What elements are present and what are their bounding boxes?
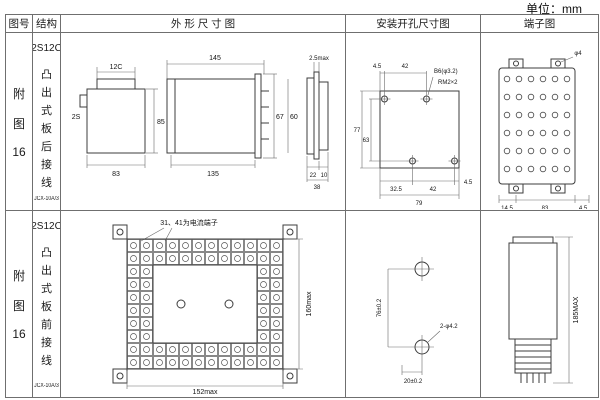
dim-2-phi4-2: 2-φ4.2 xyxy=(440,324,458,330)
row1-type-code: JCX-10A/3 xyxy=(34,196,59,202)
row2-structure-cell: 2S12C 凸出式板前接线 JCX-10A/3 xyxy=(33,211,61,397)
dim-32-5: 32.5 xyxy=(390,187,402,193)
fig-char: 图 xyxy=(12,299,25,313)
dim-2s: 2S xyxy=(72,114,81,121)
row1-mounting-cell: 4.5 42 B6(φ3.2) RM2×2 77 63 32.5 42 4.5 … xyxy=(346,33,481,211)
dim-42-bottom: 42 xyxy=(430,187,437,193)
terminal-board-outline xyxy=(498,56,590,203)
row2-terminal-drawing: 185MAX xyxy=(508,236,580,384)
panel-section-view xyxy=(306,62,329,182)
row1-fig-cell: 附 图 16 xyxy=(6,33,33,211)
row1-terminal-cell: φ4 14.5 83 4.5 xyxy=(481,33,598,211)
header-terminal: 端子图 xyxy=(481,15,598,33)
dim-2-5max: 2.5max xyxy=(309,56,329,62)
row1-terminal-drawing: φ4 14.5 83 4.5 xyxy=(498,51,590,209)
dim-77: 77 xyxy=(354,128,361,134)
row2-terminal-cell: 185MAX xyxy=(481,211,598,397)
terminal-col-right xyxy=(257,265,283,343)
row2-outline-cell: 31、41为电流端子 160max 152max xyxy=(61,211,346,397)
unit-label: 单位：mm xyxy=(526,2,582,16)
terminal-hole-grid xyxy=(501,70,573,178)
dim-185max: 185MAX xyxy=(573,296,580,323)
fig-char: 附 xyxy=(12,86,25,101)
dim-22: 22 xyxy=(310,173,317,179)
terminal-col-left xyxy=(127,265,153,343)
row1-mounting-drawing: 4.5 42 B6(φ3.2) RM2×2 77 63 32.5 42 4.5 … xyxy=(354,64,473,207)
fig-char: 16 xyxy=(12,144,26,159)
dim-76: 76±0.2 xyxy=(377,298,383,317)
dim-83: 83 xyxy=(112,171,120,178)
row2-model: 2S12C xyxy=(33,221,61,232)
fig-char: 附 xyxy=(12,269,25,283)
dim-12c: 12C xyxy=(110,64,123,71)
dim-14-5: 14.5 xyxy=(501,206,513,209)
dim-38: 38 xyxy=(314,185,321,191)
terminal-row-bottom xyxy=(127,343,283,369)
row2-outline-drawing: 31、41为电流端子 160max 152max xyxy=(112,218,313,395)
dim-135: 135 xyxy=(207,171,219,178)
row2-mounting-drawing: 76±0.2 2-φ4.2 20±0.2 xyxy=(377,257,458,385)
dim-85: 85 xyxy=(157,119,165,126)
dim-60: 60 xyxy=(290,114,298,121)
header-structure: 结构 xyxy=(33,15,61,33)
mounting-holes xyxy=(387,257,441,375)
current-terminal-note: 31、41为电流端子 xyxy=(160,218,218,227)
dim-145: 145 xyxy=(209,55,221,62)
row1-structure-desc: 凸出式板后接线 xyxy=(41,69,52,189)
row2-fig-cell: 附 图 16 xyxy=(6,211,33,397)
row2-mounting-cell: 76±0.2 2-φ4.2 20±0.2 xyxy=(346,211,481,397)
cutout-outline xyxy=(360,71,461,199)
hole-spec-label: B6(φ3.2) xyxy=(434,69,458,75)
dim-152max: 152max xyxy=(193,389,218,395)
fig-char: 图 xyxy=(12,116,25,131)
terminal-row-top xyxy=(127,239,283,265)
dim-79: 79 xyxy=(416,201,423,207)
row2-structure-desc: 凸出式板前接线 xyxy=(41,247,52,367)
header-mounting: 安装开孔尺寸图 xyxy=(346,15,481,33)
row1-model: 2S12C xyxy=(33,43,61,54)
dim-phi4: φ4 xyxy=(574,51,582,57)
header-outline: 外 形 尺 寸 图 xyxy=(61,15,346,33)
relay-front-view xyxy=(79,67,158,168)
dim-67: 67 xyxy=(276,114,284,121)
dim-4-5-terminal: 4.5 xyxy=(579,206,588,209)
row1-outline-drawing: 12C 2S 85 83 xyxy=(72,55,329,191)
fig-char: 16 xyxy=(12,327,26,341)
relay-side-profile xyxy=(508,236,573,384)
dim-10: 10 xyxy=(321,173,328,179)
relay-side-view xyxy=(166,60,289,168)
dim-4-5-top: 4.5 xyxy=(373,64,382,70)
spec-table: 图号 结构 外 形 尺 寸 图 安装开孔尺寸图 端子图 附 图 16 2S12C… xyxy=(5,14,599,398)
dim-83-terminal: 83 xyxy=(542,206,549,209)
terminal-frame-front-view xyxy=(112,224,303,389)
header-fig-no: 图号 xyxy=(6,15,33,33)
dim-4-5-bottom: 4.5 xyxy=(464,180,473,186)
dim-42-top: 42 xyxy=(402,64,409,70)
dim-20: 20±0.2 xyxy=(404,379,423,385)
row2-type-code: JCX-10A/3 xyxy=(34,383,59,389)
dim-160max: 160max xyxy=(306,291,313,316)
dim-63: 63 xyxy=(363,138,370,144)
screw-spec-label: RM2×2 xyxy=(438,80,458,86)
row1-outline-cell: 12C 2S 85 83 xyxy=(61,33,346,211)
row1-structure-cell: 2S12C 凸出式板后接线 JCX-10A/3 xyxy=(33,33,61,211)
